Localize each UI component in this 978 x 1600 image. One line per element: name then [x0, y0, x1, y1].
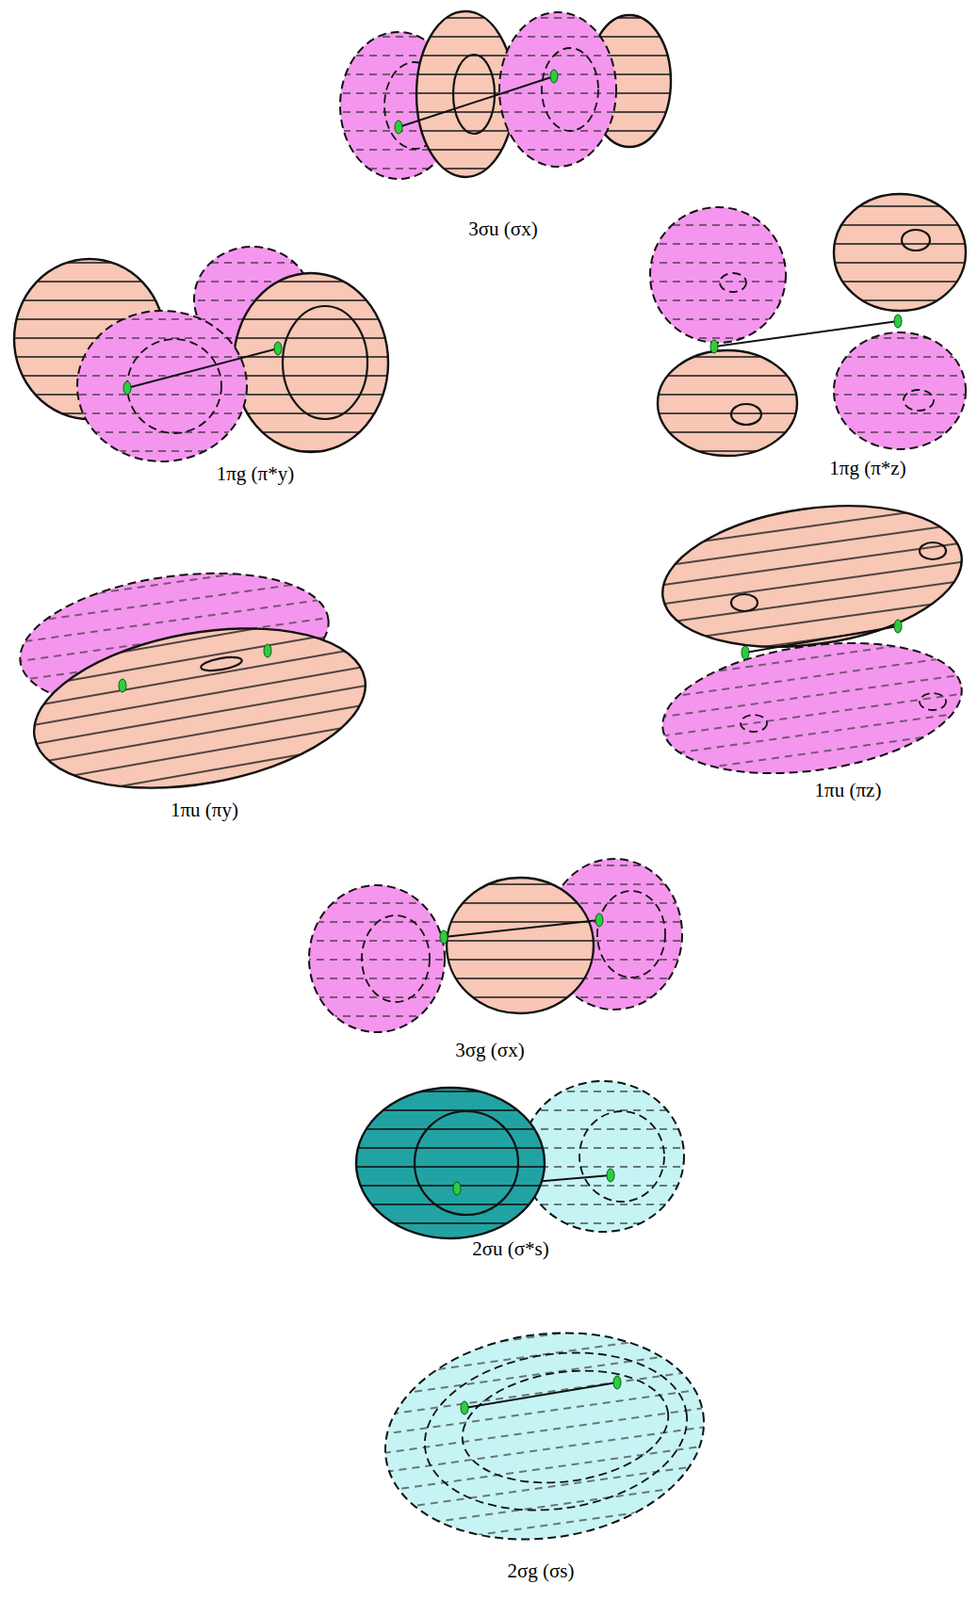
sigma-g-3-orbital	[309, 859, 683, 1033]
sigma-u-3-orbital	[340, 11, 671, 180]
orbital-label: 3σg (σx)	[455, 1039, 524, 1063]
orbital-label: 2σg (σs)	[506, 1560, 574, 1584]
orbital-label: 1πu (πz)	[815, 779, 882, 803]
orbital-label: 1πg (π*z)	[829, 456, 906, 481]
orbital-label: 1πu (πy)	[170, 798, 239, 823]
orbital-label: 2σu (σ*s)	[472, 1238, 550, 1262]
orbital-label: 3σu (σx)	[468, 217, 538, 242]
pi-g-y-orbital	[14, 246, 389, 462]
sigma-u-2-orbital	[356, 1081, 685, 1239]
pi-u-y-orbital	[11, 555, 378, 813]
orbital-label: 1πg (π*y)	[216, 462, 294, 487]
pi-u-z-orbital	[653, 488, 972, 791]
pi-g-z-orbital	[650, 194, 966, 457]
sigma-g-2-orbital	[372, 1313, 718, 1560]
